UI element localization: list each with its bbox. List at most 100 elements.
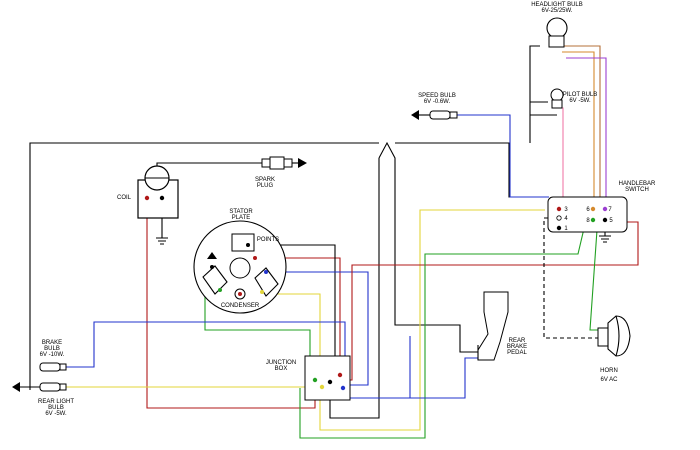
speed-bulb-label-1: SPEED BULB bbox=[418, 93, 456, 99]
stator-arrow-icon bbox=[207, 252, 217, 259]
spark-plug-insulator bbox=[269, 156, 285, 170]
condenser-label: CONDENSER bbox=[221, 303, 260, 309]
switch-terminal-7 bbox=[602, 206, 608, 212]
switch-ground-icon bbox=[599, 235, 611, 243]
horn-label-1: HORN bbox=[600, 368, 618, 374]
pilot-bulb-base bbox=[551, 99, 563, 109]
rear-light-bulb-label-3: 6V -5W. bbox=[45, 411, 67, 417]
speed-bulb-label-2: 6V -0.6W. bbox=[424, 99, 451, 105]
switch-terminal-3-label: 3 bbox=[564, 207, 568, 213]
rear-brake-pedal-label-2: BRAKE bbox=[507, 344, 527, 350]
horn-green-wire bbox=[589, 229, 603, 331]
speed-blue-wire bbox=[457, 114, 549, 198]
speed-bulb-cap bbox=[449, 111, 458, 119]
spark-plug-cap bbox=[261, 158, 271, 168]
ground-wire-frame-up bbox=[529, 45, 540, 143]
rear-brake-pedal-label-1: REAR bbox=[509, 338, 526, 344]
switch-terminal-1-label: 1 bbox=[564, 226, 568, 232]
ground-wire-frame-top bbox=[395, 142, 545, 198]
headlight-orange-wire bbox=[562, 51, 595, 203]
switch-terminal-4 bbox=[556, 215, 562, 221]
condenser-core bbox=[238, 292, 242, 296]
handlebar-switch-label-2: SWITCH bbox=[625, 187, 649, 193]
coil-terminal-red bbox=[144, 195, 150, 201]
brake-bulb-label-3: 6V -10W. bbox=[40, 352, 65, 358]
jb-green-wire bbox=[299, 219, 587, 439]
rear-brake-pedal-label-3: PEDAL bbox=[507, 350, 527, 356]
jb-blue-loop bbox=[350, 357, 478, 399]
stator-points-box bbox=[231, 233, 255, 252]
spark-plug-body bbox=[283, 158, 293, 168]
headlight-bulb-base bbox=[548, 35, 565, 48]
stator-left-coil bbox=[202, 265, 228, 295]
jb-blue-wire bbox=[350, 336, 411, 399]
switch-terminal-7-label: 7 bbox=[608, 207, 612, 213]
handlebar-switch-body bbox=[547, 196, 628, 233]
jb-terminal-red bbox=[337, 372, 343, 378]
brake-bulb-label-2: BULB bbox=[44, 346, 60, 352]
stator-blue-2-wire bbox=[266, 271, 369, 386]
brake-bulb-cap bbox=[59, 363, 67, 371]
horn-back bbox=[597, 327, 609, 347]
junction-box: JUNCTION BOX bbox=[266, 355, 351, 401]
rear-light-bulb: REAR LIGHT BULB 6V -5W. bbox=[12, 382, 74, 417]
brake-bulb: BRAKE BULB 6V -10W. bbox=[39, 340, 67, 372]
pilot-bulb-label-1: PILOT BULB bbox=[563, 92, 598, 98]
pilot-bulb-globe bbox=[550, 88, 564, 102]
jb-terminal-blue bbox=[340, 385, 346, 391]
switch-terminal-5-label: 5 bbox=[609, 218, 613, 224]
rear-light-bulb-cap bbox=[59, 383, 67, 391]
horn-rim bbox=[615, 315, 620, 357]
headlight-bulb-globe bbox=[546, 17, 568, 39]
spark-plug-arrow-icon bbox=[298, 158, 307, 168]
junction-box-label-2: BOX bbox=[275, 366, 288, 372]
brake-blue-wire bbox=[66, 321, 346, 388]
pilot-bulb: PILOT BULB 6V -5W. bbox=[550, 88, 598, 109]
headlight-bulb: HEADLIGHT BULB 6V-25/25W. bbox=[531, 2, 583, 48]
handlebar-switch-label-1: HANDLEBAR bbox=[619, 181, 656, 187]
speed-bulb-arrow-icon bbox=[411, 110, 419, 120]
ground-wire-main bbox=[29, 142, 379, 390]
stator-terminal-yellow bbox=[260, 290, 264, 294]
switch-terminal-8 bbox=[590, 217, 596, 223]
horn-dashed-wire bbox=[543, 217, 598, 339]
stator-right-coil bbox=[254, 267, 279, 297]
jb-terminal-green bbox=[312, 377, 318, 383]
rear-light-bulb-label-2: BULB bbox=[48, 405, 64, 411]
rear-light-bulb-body bbox=[39, 382, 61, 392]
stator-terminal-green bbox=[218, 288, 222, 292]
rear-brake-pedal-shape bbox=[477, 291, 509, 361]
jb-terminal-yellow bbox=[319, 384, 325, 390]
spark-plug-label-2: PLUG bbox=[257, 183, 274, 189]
switch-terminal-3 bbox=[556, 206, 562, 212]
stator-yellow-wire bbox=[262, 209, 545, 431]
stator-terminal-black-2 bbox=[210, 265, 214, 269]
switch-terminal-5 bbox=[602, 217, 608, 223]
rear-light-arrow-icon bbox=[12, 382, 20, 392]
horn: HORN 6V AC bbox=[597, 315, 631, 383]
coil-red-wire bbox=[146, 198, 316, 409]
spark-plug: SPARK PLUG bbox=[255, 156, 307, 189]
handlebar-switch: 3 4 1 6 7 8 5 HANDLEBAR SWITCH bbox=[547, 181, 656, 243]
frame-tube bbox=[378, 141, 478, 353]
speed-bulb: SPEED BULB 6V -0.6W. bbox=[411, 93, 458, 120]
switch-terminal-6-label: 6 bbox=[586, 207, 590, 213]
coil-label: COIL bbox=[117, 195, 132, 201]
points-label: POINTS bbox=[257, 237, 279, 243]
headlight-purple-wire bbox=[566, 57, 607, 203]
brake-bulb-body bbox=[39, 362, 61, 372]
stator-plate-hub bbox=[229, 257, 251, 279]
switch-terminal-1 bbox=[556, 225, 562, 231]
coil-terminal-black bbox=[159, 195, 165, 201]
stator-plate-label-2: PLATE bbox=[232, 215, 251, 221]
horn-label-2: 6V AC bbox=[600, 377, 618, 383]
coil-ground-icon bbox=[156, 237, 168, 245]
frame-tube-inner bbox=[329, 158, 380, 419]
rear-brake-pedal: REAR BRAKE PEDAL bbox=[477, 291, 527, 361]
stator-terminal-black bbox=[246, 243, 250, 247]
headlight-brown-wire bbox=[562, 45, 601, 203]
stator-plate: STATOR PLATE POINTS CONDENSER bbox=[193, 209, 287, 314]
switch-terminal-8-label: 8 bbox=[586, 218, 590, 224]
ignition-coil: COIL bbox=[117, 165, 179, 245]
headlight-bulb-label-1: HEADLIGHT BULB bbox=[531, 2, 583, 8]
